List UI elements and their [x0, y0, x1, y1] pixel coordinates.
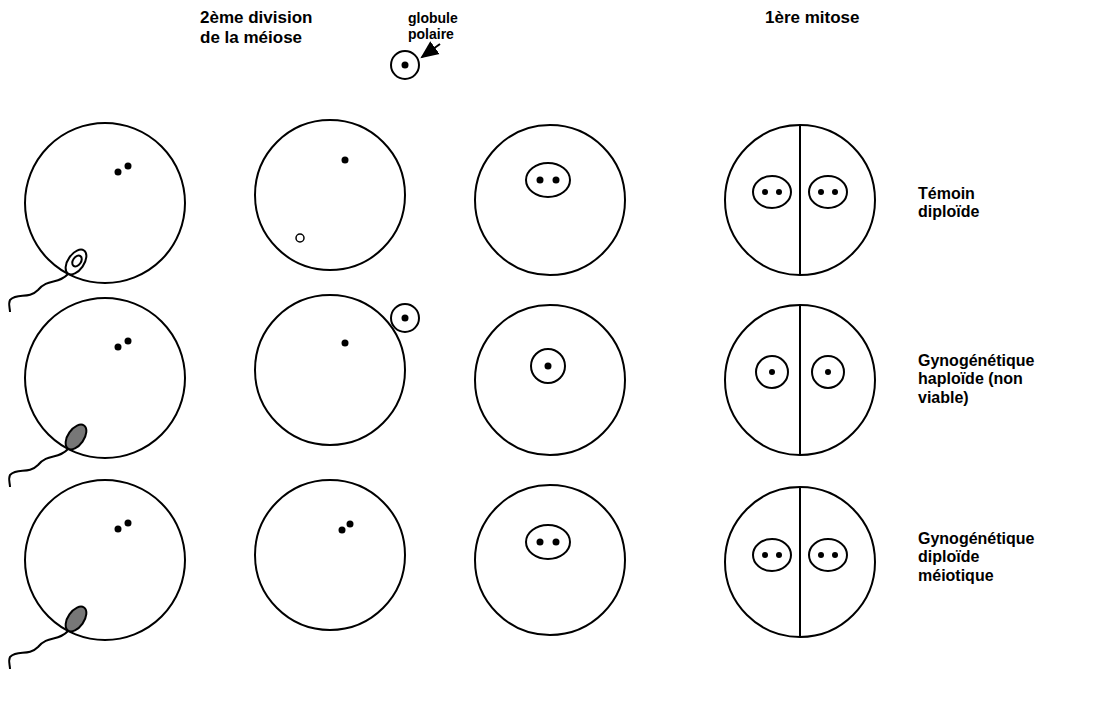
- figure-label: globule polaire: [408, 10, 478, 42]
- figure-label: 2ème division de la méiose: [200, 8, 335, 47]
- figure-label: Gynogénétique haploïde (non viable): [918, 352, 1058, 407]
- figure-label: Témoin diploïde: [918, 185, 998, 222]
- figure-label: 1ère mitose: [765, 8, 905, 28]
- figure-label: Gynogénétique diploïde méiotique: [918, 530, 1058, 585]
